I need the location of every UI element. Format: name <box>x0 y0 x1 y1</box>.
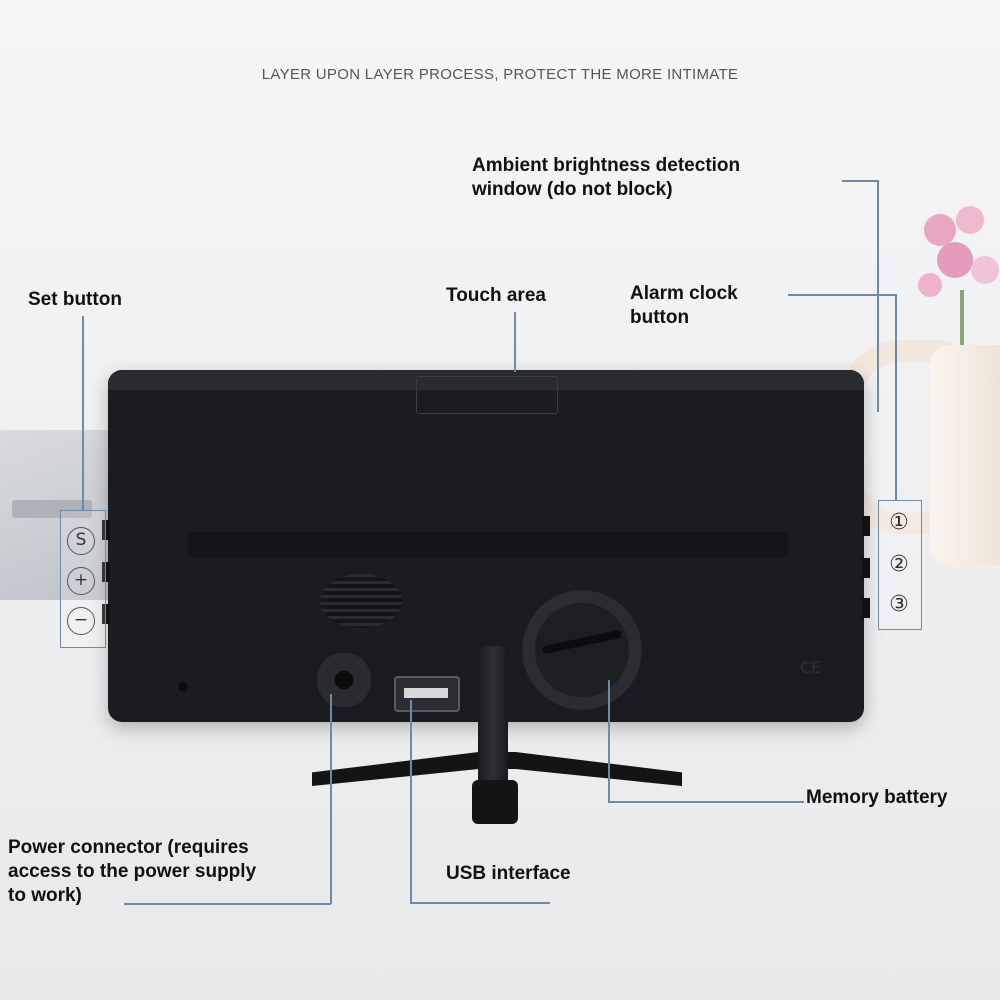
alarm-button-3-icon[interactable]: ③ <box>889 592 909 617</box>
side-button-minus[interactable] <box>102 604 110 624</box>
device-ridge <box>188 532 788 558</box>
side-button-alarm-1[interactable] <box>862 516 870 536</box>
memory-battery-label: Memory battery <box>806 787 948 808</box>
device-top-edge <box>108 370 864 390</box>
alarm-button-2-icon[interactable]: ② <box>889 552 909 577</box>
touch-area-panel[interactable] <box>416 376 558 414</box>
battery-cover[interactable] <box>522 590 642 710</box>
alarm-leader-h <box>788 294 896 296</box>
alarm-button-label: Alarm clock button <box>630 283 738 328</box>
stand-foot <box>472 780 518 824</box>
power-connector-port[interactable] <box>312 648 376 712</box>
plus-button-icon[interactable]: + <box>67 567 95 595</box>
side-button-set[interactable] <box>102 520 110 540</box>
ambient-window-label: Ambient brightness detection window (do … <box>472 155 741 200</box>
usb-port-inner <box>404 688 448 698</box>
alarm-button-1-icon[interactable]: ① <box>889 510 909 535</box>
touch-area-leader <box>514 312 516 372</box>
usb-leader-v <box>410 700 412 903</box>
set-button-label: Set button <box>28 289 122 310</box>
alarm-leader-v <box>895 294 897 500</box>
side-button-plus[interactable] <box>102 562 110 582</box>
ambient-sensor-dot <box>178 682 188 692</box>
stand-post <box>478 646 508 806</box>
battery-leader-h <box>608 801 804 803</box>
flower-decoration <box>918 206 999 350</box>
laptop-keyboard <box>12 500 92 518</box>
minus-button-icon[interactable]: − <box>67 607 95 635</box>
usb-interface-label: USB interface <box>446 863 571 884</box>
side-button-alarm-2[interactable] <box>862 558 870 578</box>
alarm-button-callout-box <box>878 500 922 630</box>
power-leader-h <box>124 903 331 905</box>
usb-leader-h <box>410 902 550 904</box>
ambient-leader-v <box>877 180 879 412</box>
set-button-leader <box>82 316 84 510</box>
mug <box>930 345 1000 565</box>
power-connector-label: Power connector (requires access to the … <box>8 837 257 906</box>
tagline: LAYER UPON LAYER PROCESS, PROTECT THE MO… <box>261 66 739 83</box>
speaker-grille <box>320 574 402 628</box>
usb-port[interactable] <box>394 676 460 712</box>
touch-area-label: Touch area <box>446 285 546 306</box>
set-button-icon[interactable]: S <box>67 527 95 555</box>
side-button-alarm-3[interactable] <box>862 598 870 618</box>
ambient-leader-h <box>842 180 878 182</box>
battery-leader-v <box>608 680 610 802</box>
ce-mark: CE <box>800 658 822 677</box>
power-leader-v <box>330 694 332 904</box>
